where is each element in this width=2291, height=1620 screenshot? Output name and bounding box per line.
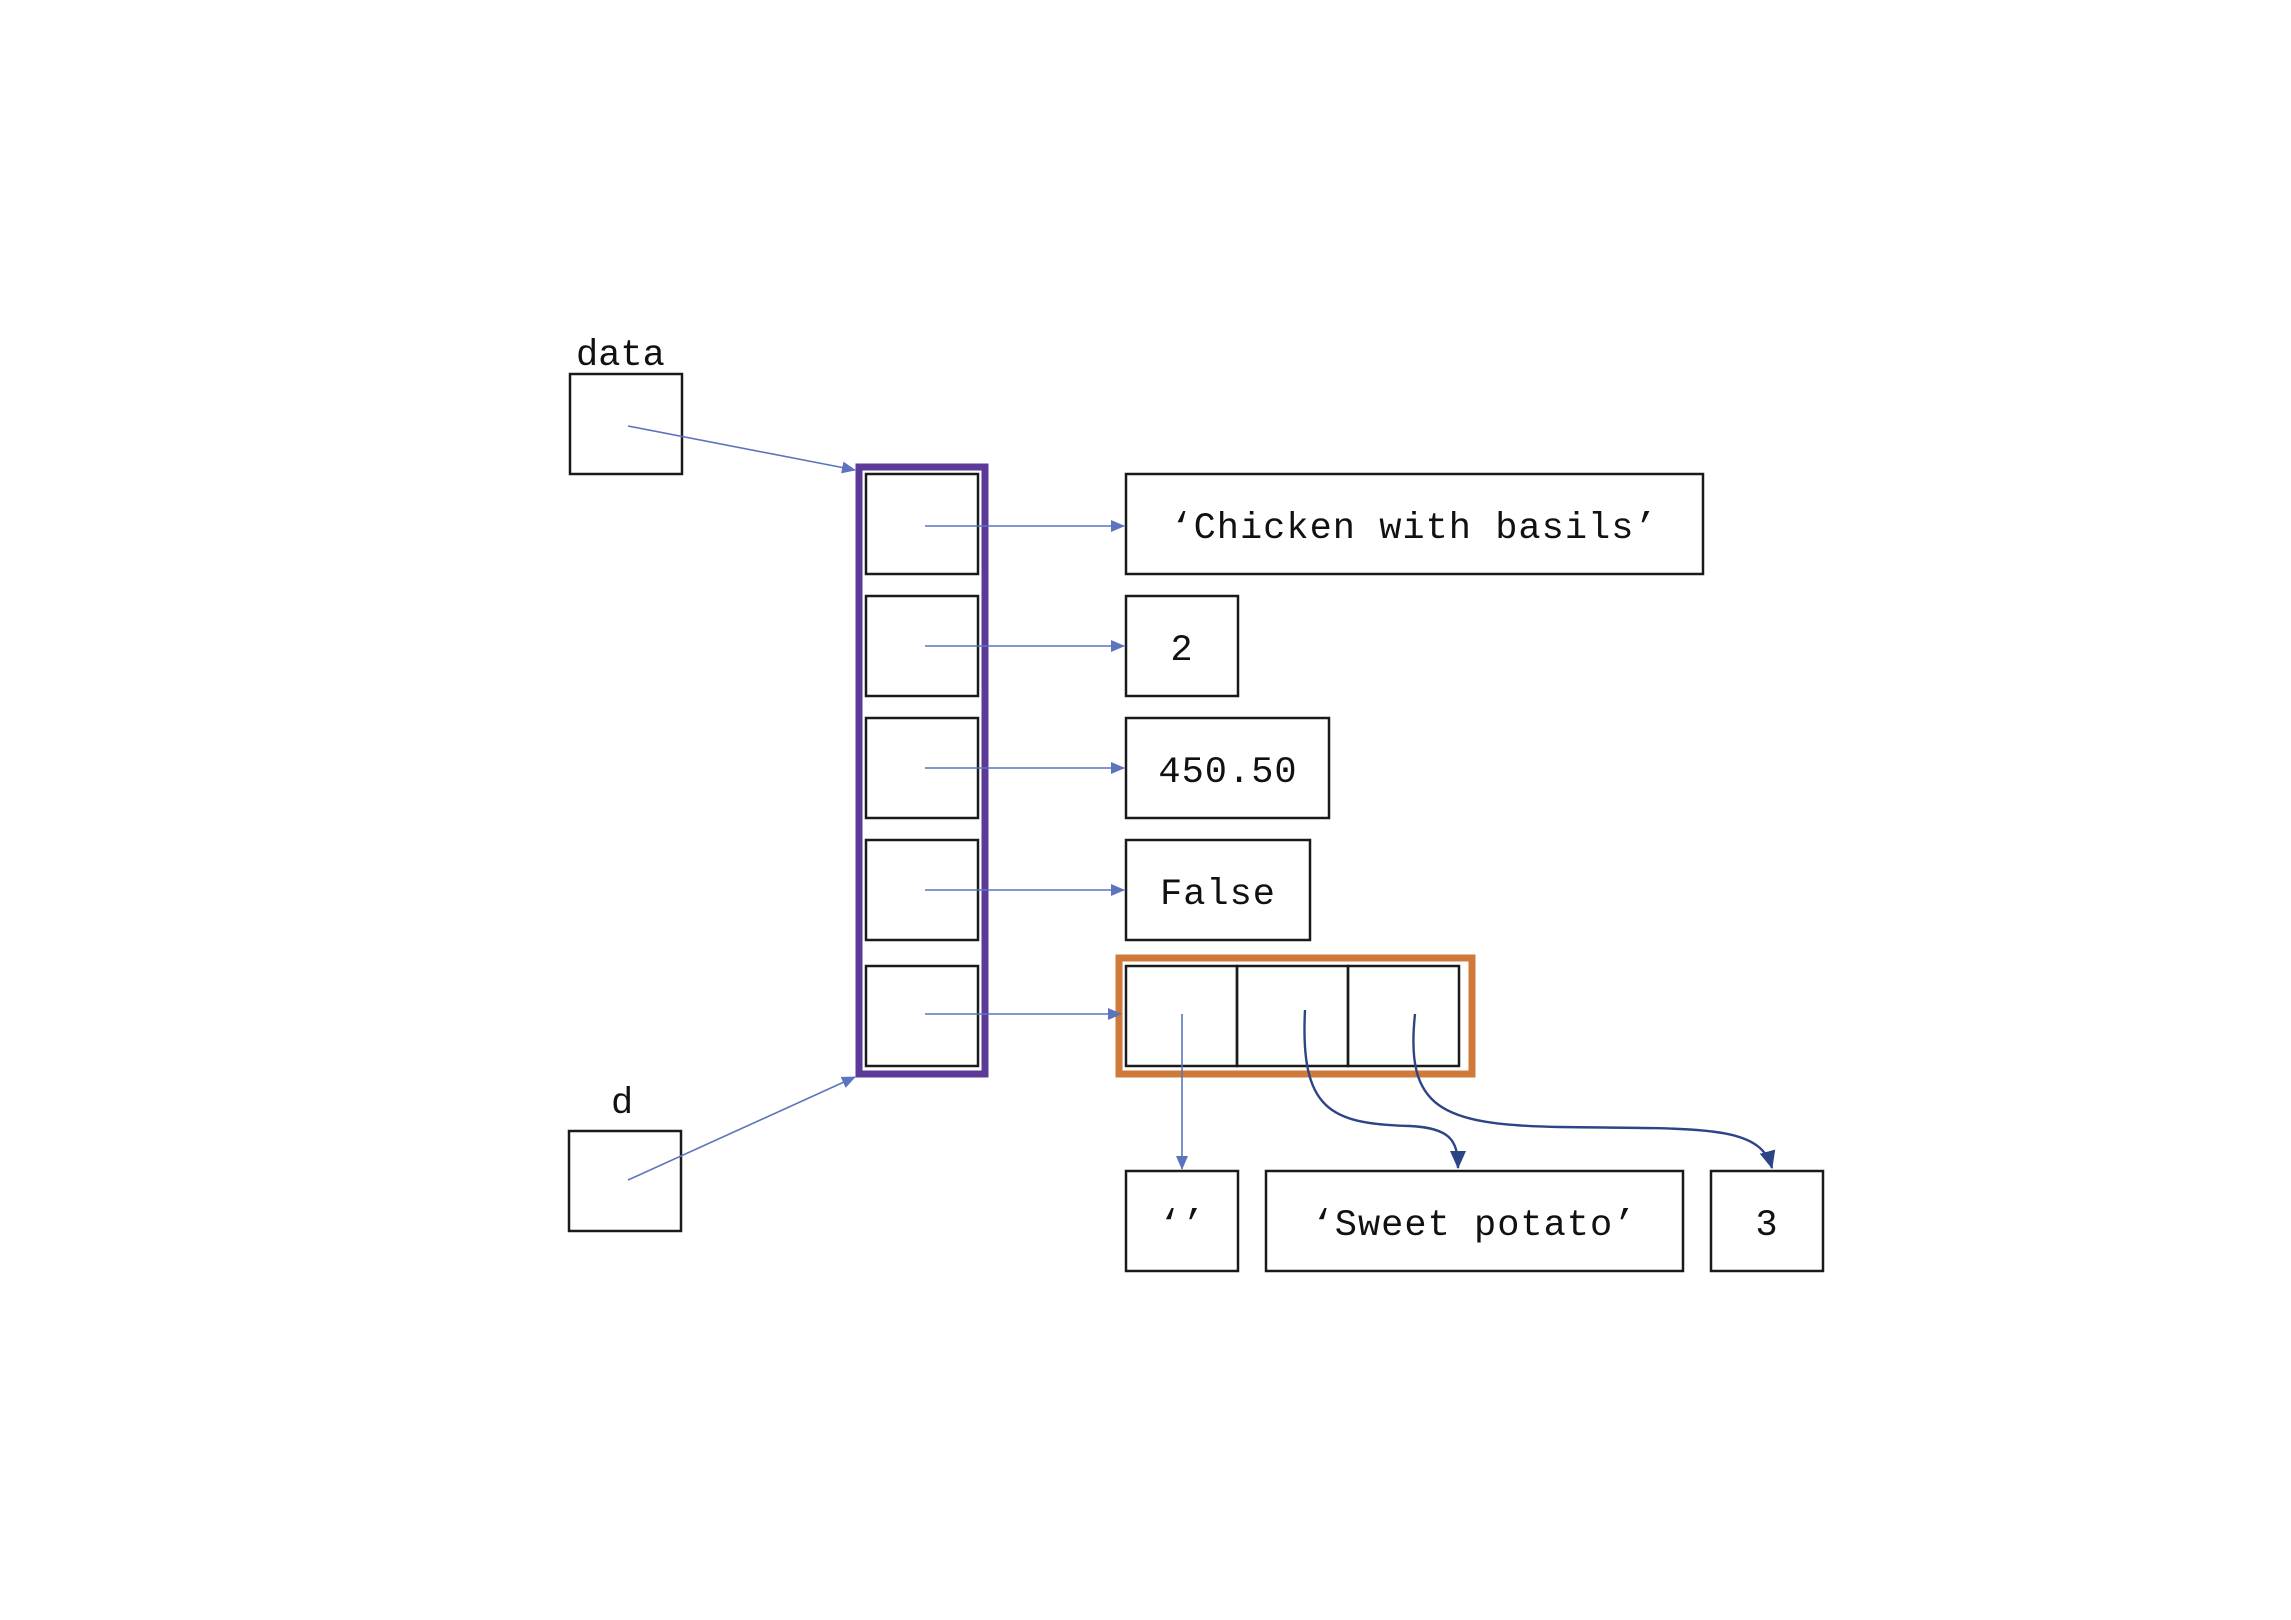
sub-value-text-2: 3 bbox=[1755, 1205, 1778, 1247]
outer-list-frame bbox=[855, 463, 989, 1078]
sub-value-box-0 bbox=[1124, 1169, 1240, 1273]
value-text-1: 2 bbox=[1170, 630, 1193, 672]
variable-d-label: d bbox=[611, 1083, 633, 1125]
variable-data-box bbox=[568, 372, 684, 476]
sub-value-text-1: ‘Sweet potato’ bbox=[1312, 1205, 1637, 1247]
variable-data-label: data bbox=[576, 335, 665, 377]
pointer-arrow-d bbox=[627, 1076, 856, 1181]
sub-value-box-1 bbox=[1264, 1169, 1685, 1273]
value-box-3 bbox=[1124, 838, 1312, 942]
list-slot-0 bbox=[864, 472, 980, 576]
value-box-0 bbox=[1124, 472, 1705, 576]
pointer-arrow-inner-1 bbox=[1303, 1009, 1466, 1169]
pointer-arrow-data bbox=[627, 425, 856, 474]
value-text-3: False bbox=[1160, 874, 1276, 916]
sub-value-box-2 bbox=[1709, 1169, 1825, 1273]
list-slot-4 bbox=[864, 964, 980, 1068]
value-text-2: 450.50 bbox=[1158, 752, 1297, 794]
value-text-0: ‘Chicken with basils’ bbox=[1170, 508, 1657, 550]
value-box-1 bbox=[1124, 594, 1240, 698]
value-box-2 bbox=[1124, 716, 1331, 820]
inner-list-slot-2 bbox=[1346, 964, 1461, 1068]
inner-list-slot-1 bbox=[1235, 964, 1350, 1068]
sub-value-text-0: ‘’ bbox=[1159, 1205, 1205, 1247]
inner-list-frame bbox=[1115, 954, 1476, 1078]
pointer-arrow-inner-2 bbox=[1412, 1013, 1776, 1169]
variable-d-box bbox=[567, 1129, 683, 1233]
